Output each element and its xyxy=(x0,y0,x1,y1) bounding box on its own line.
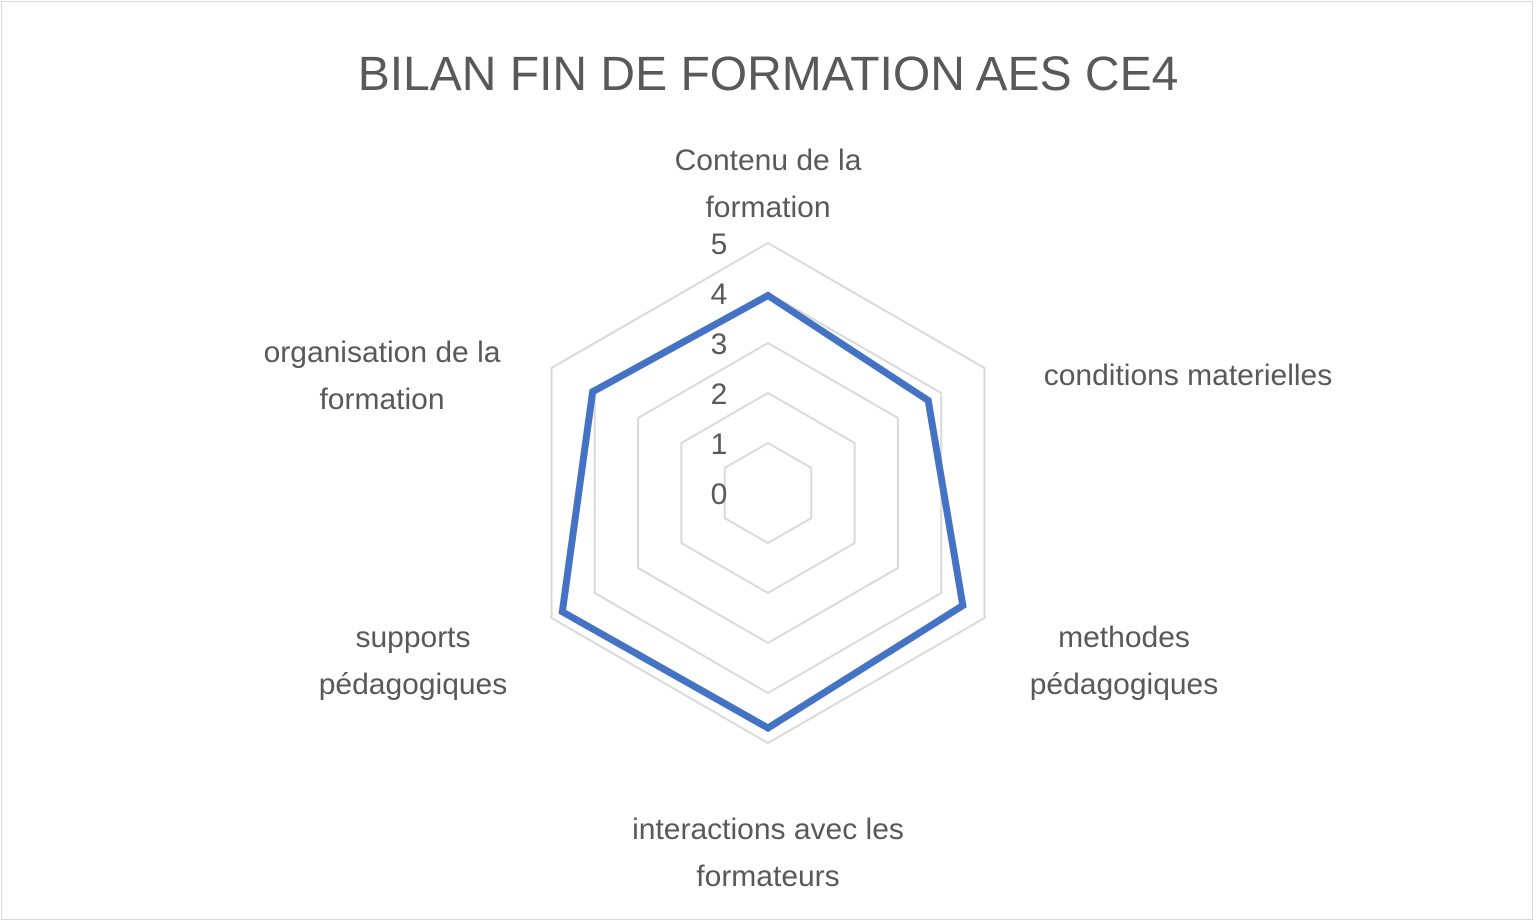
tick-label: 1 xyxy=(711,428,728,461)
tick-label: 2 xyxy=(711,378,728,411)
grid-ring-5 xyxy=(550,241,986,745)
tick-label: 0 xyxy=(711,478,728,511)
chart-title: BILAN FIN DE FORMATION AES CE4 xyxy=(358,48,1179,101)
grid-ring-4 xyxy=(593,291,943,695)
tick-label: 5 xyxy=(711,228,728,261)
category-label: conditions materielles xyxy=(1044,359,1332,392)
tick-label: 3 xyxy=(711,328,728,361)
tick-label: 4 xyxy=(711,278,728,311)
grid-ring-1 xyxy=(723,441,813,545)
grid-ring-2 xyxy=(680,391,856,595)
series-line xyxy=(558,291,967,733)
grid-ring-3 xyxy=(637,341,899,645)
